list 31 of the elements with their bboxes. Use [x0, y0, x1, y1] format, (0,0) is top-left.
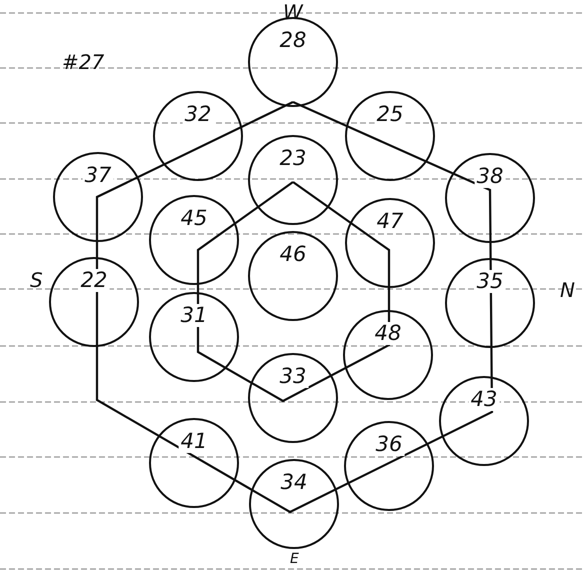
- circle: [445, 153, 535, 243]
- circle-number: 32: [182, 103, 214, 126]
- circle-number: 33: [278, 365, 308, 388]
- circle: [345, 91, 435, 181]
- circle: [249, 459, 339, 549]
- note-text: N: [560, 278, 575, 302]
- circle-number: 36: [374, 433, 404, 456]
- circle: [343, 310, 433, 400]
- circle: [149, 292, 239, 382]
- note-text: S: [30, 268, 43, 292]
- circle-number: 48: [372, 322, 404, 346]
- note-text: #27: [62, 50, 104, 74]
- circle: [53, 152, 143, 242]
- circle: [49, 257, 139, 347]
- note-text: E: [290, 552, 299, 566]
- circle: [153, 91, 243, 181]
- circle-number: 43: [468, 388, 500, 412]
- circle-number: 25: [374, 103, 406, 126]
- circle-number: 22: [78, 269, 110, 292]
- circle: [344, 421, 434, 511]
- circle: [248, 353, 338, 443]
- circle: [445, 258, 535, 348]
- circle: [248, 135, 338, 225]
- circle-number: 38: [474, 165, 506, 188]
- circle: [248, 17, 338, 107]
- circle-number: 35: [474, 270, 506, 294]
- circle: [248, 231, 338, 321]
- circle: [149, 418, 239, 508]
- circle: [149, 195, 239, 285]
- circle: [345, 198, 435, 288]
- circle: [439, 376, 529, 466]
